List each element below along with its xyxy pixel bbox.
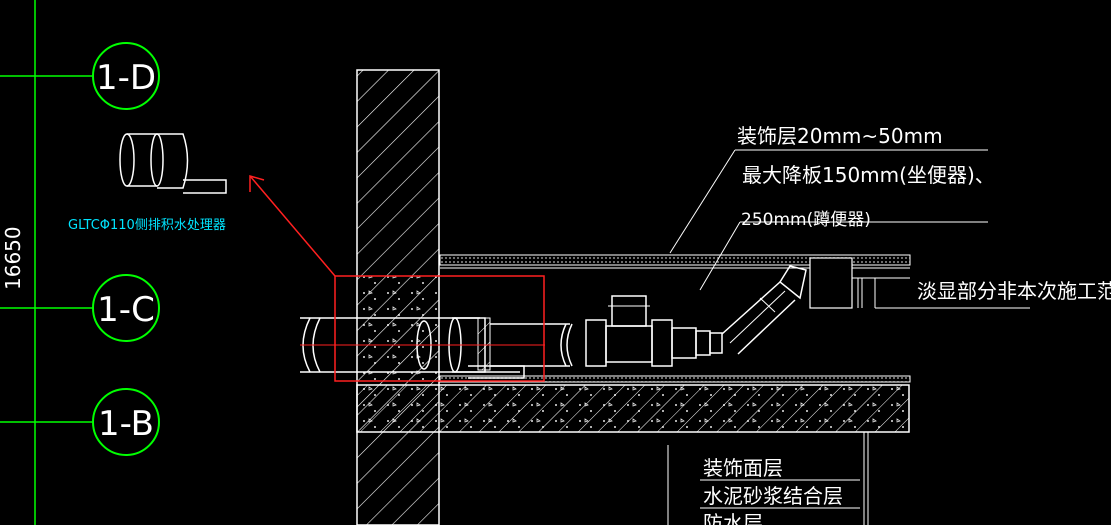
grid-label-1-c: 1-C: [97, 290, 155, 330]
layer-2-label: 水泥砂浆结合层: [703, 484, 843, 508]
grid-label-1-b: 1-B: [98, 404, 154, 444]
grid-bubble-1-b: 1-B: [92, 388, 160, 456]
device-illustration: [119, 133, 227, 194]
layer-3-label: 防水层: [703, 511, 763, 525]
grid-bubble-1-c: 1-C: [92, 274, 160, 342]
red-leader-line: [249, 175, 336, 277]
decor-layer-label: 装饰层20mm~50mm: [737, 124, 943, 148]
grid-bubble-1-d: 1-D: [92, 42, 160, 110]
device-name-label: GLTCΦ110侧排积水处理器: [68, 218, 226, 233]
layer-1-label: 装饰面层: [703, 456, 783, 480]
floor-drain: [809, 257, 853, 309]
grid-label-1-d: 1-D: [96, 58, 156, 98]
scope-note-label: 淡显部分非本次施工范围: [917, 279, 1111, 303]
drain-pipe: [300, 265, 807, 379]
detail-highlight-box: [334, 275, 545, 382]
dimension-text: 16650: [1, 226, 25, 290]
bottom-waterproof-layer: [439, 375, 911, 383]
max-drop-label: 最大降板150mm(坐便器)、: [742, 163, 995, 187]
squat-drop-label: 250mm(蹲便器): [741, 210, 871, 230]
decor-layer: [439, 254, 911, 266]
